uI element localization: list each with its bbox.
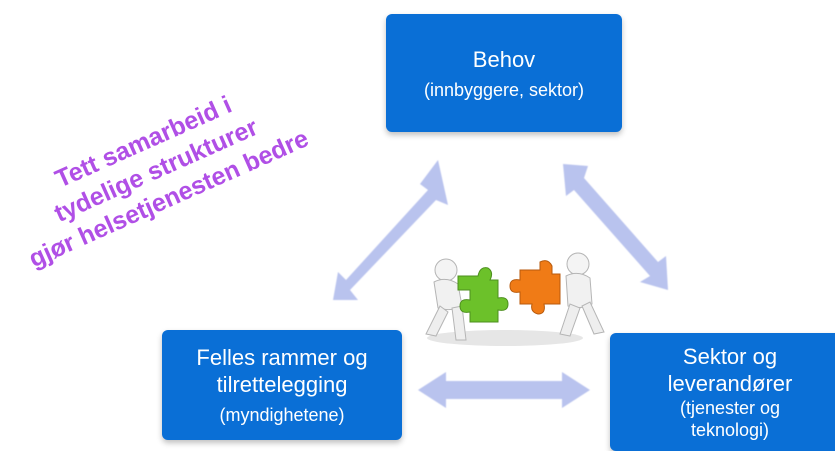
framework-subtitle: (myndighetene)	[219, 405, 345, 425]
double-arrow-icon	[563, 164, 668, 290]
double-arrow-icon	[418, 372, 590, 408]
suppliers-subtitle: teknologi)	[690, 420, 770, 440]
puzzle-people-illustration	[425, 252, 605, 346]
needs-subtitle: (innbyggere, sektor)	[423, 79, 585, 100]
needs-box: Behov (innbyggere, sektor)	[386, 14, 622, 132]
framework-box: Felles rammer og tilrettelegging (myndig…	[162, 330, 402, 440]
needs-title: Behov	[472, 46, 536, 72]
suppliers-box: Sektor og leverandører (tjenester og tek…	[610, 333, 835, 451]
framework-title: tilrettelegging	[216, 372, 348, 397]
suppliers-title: leverandører	[667, 371, 793, 396]
suppliers-subtitle: (tjenester og	[679, 398, 781, 418]
framework-title: Felles rammer og	[196, 345, 368, 370]
double-arrow-icon	[333, 160, 448, 300]
suppliers-title: Sektor og	[682, 344, 778, 369]
